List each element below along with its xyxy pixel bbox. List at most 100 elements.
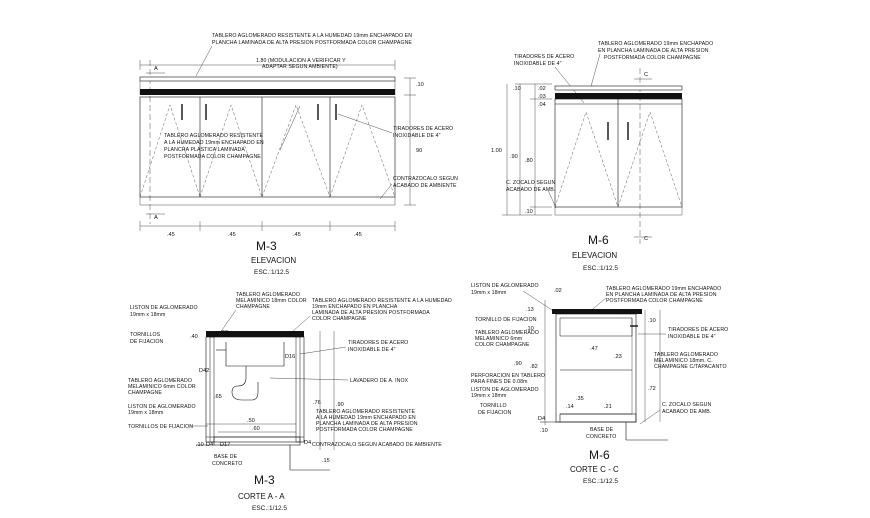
m3-elev-note-plinth-1: CONTRAZOCALO SEGUN [393,176,458,182]
m6-sec-dim-5: .72 [648,386,656,392]
m3-sec-dim-7: .90 [336,402,344,408]
m3-sec-note-c-1: TABLERO AGLOMERADO [236,292,300,298]
m3-countertop [140,89,395,95]
m6-sec-note-j-2: ACABADO DE AMB. [662,409,711,415]
m6-sec-note-j-1: C. ZOCALO SEGUN [662,402,712,408]
m6-sec-note-g-2: PARA FINES DE 0.08m [471,379,528,385]
m6-elevation: TIRADORES DE ACERO INOXIDABLE DE 4" TABL… [491,41,713,272]
m3-elev-note-top-2: PLANCHA LAMINADA DE ALTA PRESION POSTFOR… [212,40,412,46]
m3-elev-note-plinth-2: ACABADO DE AMBIENTE [393,183,457,189]
m6-sec-note-c: TORNILLO DE FIJACION [475,317,537,323]
m6-sec-note-a-1: LISTON DE AGLOMERADO [471,283,539,289]
m6-elev-note-pull-1: TIRADORES DE ACERO [514,54,574,60]
m6-sec-dim-1: .13 [526,307,534,313]
m6-sec-dim-11: .14 [566,404,574,410]
m6-elev-note-plinth-1: C. ZOCALO SEGUN [506,180,556,186]
m6-elev-dim-1: 1.00 [491,148,502,154]
leader [195,45,213,77]
m6-sec-dim-12: .10 [540,428,548,434]
m3-sec-note-d-1: TABLERO AGLOMERADO RESISTENTE A LA HUMED… [312,298,452,304]
m3-sec-note-d-2: 19mm ENCHAPADO EN PLANCHA [312,304,398,310]
m6-sec-note-k-2: CONCRETO [586,434,616,440]
m3-countertop-edge [139,76,396,82]
m6-sec-dim-15: .02 [554,288,562,294]
m3-sec-note-a-1: LISTON DE AGLOMERADO [130,305,198,311]
m6-elev-dim-5: .03 [538,94,546,100]
m6-sec-note-k-1: BASE DE [590,427,614,433]
m6-sec-note-i-1: TORNILLO [480,403,507,409]
m6-elev-dim-8: .10 [525,209,533,215]
m6-sec-note-b-3: POSTFORMADA COLOR CHAMPAGNE [606,298,703,304]
section-mark-c-top: C [644,72,648,78]
m3-sec-dim-9: .60 [252,426,260,432]
m6-sec-dim-6: .10 [648,318,656,324]
m3-elev-dim-right-2: 90 [416,148,422,154]
m3-sec-subtitle: CORTE A - A [238,492,285,501]
m6-elev-note-top-2: EN PLANCHA LAMINADA DE ALTA PRESION [598,48,709,54]
m6-sec-note-h-1: LISTON DE AGLOMERADO [471,387,539,393]
m3-sec-note-l-2: CONCRETO [212,461,242,467]
m3-elev-note-inner-4: POSTFORMADA COLOR CHAMPAGNE [164,154,261,160]
m3-sec-note-i: TORNILLOS DE FIJACION [128,424,193,430]
m6-elev-dim-4: .02 [538,86,546,92]
m3-sec-title: M-3 [254,473,275,487]
m6-sec-dim-14: D4 [538,416,545,422]
m3-sec-dim-3: D16 [285,354,295,360]
m3-sec-note-h-1: LISTON DE AGLOMERADO [128,404,196,410]
m3-elev-dim-bottom-2: .45 [228,232,236,238]
m3-sec-note-d-3: LAMINADA DE ALTA PRESION POSTFORMADA [312,310,430,316]
m6-sec-note-a-2: 19mm x 18mm [471,290,506,296]
m6-sec-note-b-2: EN PLANCHA LAMINADA DE ALTA PRESION [606,292,717,298]
m3-sec-note-l-1: BASE DE [214,454,238,460]
m6-sec-note-i-2: DE FIJACION [478,410,512,416]
m3-sec-countertop [206,331,304,337]
m3-elev-note-top-1: TABLERO AGLOMERADO RESISTENTE A LA HUMED… [212,33,412,39]
m3-elev-dim-bottom-3: .45 [293,232,301,238]
m3-sec-note-k: CONTRAZOCALO SEGUN ACABADO DE AMBIENTE [312,442,442,448]
m6-section: LISTON DE AGLOMERADO 19mm x 18mm TABLERO… [471,283,728,485]
m6-sec-note-e-1: TIRADORES DE ACERO [668,327,728,333]
m3-sec-note-j-4: POSTFORMADA COLOR CHAMPAGNE [316,427,413,433]
m6-sec-note-b-1: TABLERO AGLOMERADO 19mm ENCHAPADO [606,286,721,292]
m3-sec-dim-12: D4 [304,440,311,446]
m3-sec-dim-10: D17 [220,442,230,448]
m3-section: LISTON DE AGLOMERADO 19mm x 18mm TORNILL… [128,292,452,512]
m3-sec-note-a-2: 19mm x 18mm [130,312,165,318]
m3-sec-note-j-2: A LA HUMEDAD 19mm ENCHAPADO EN [316,415,416,421]
m6-sec-note-d-3: COLOR CHAMPAGNE [475,342,530,348]
m6-elev-note-top-1: TABLERO AGLOMERADO 19mm ENCHAPADO [598,41,713,47]
m6-sec-note-h-2: 19mm x 18mm [471,393,506,399]
m3-sec-note-c-3: CHAMPAGNE [236,304,270,310]
m3-elev-dim-right-1: .10 [416,82,424,88]
m6-sec-dim-13: D26 [618,310,628,316]
m3-sec-note-c-2: MELAMINICO 18mm COLOR [236,298,307,304]
m3-sec-note-f: LAVADERO DE A. INOX [350,378,409,384]
m3-elev-note-pull-1: TIRADORES DE ACERO [393,126,453,132]
m6-sec-scale: ESC.:1/12.5 [583,478,618,485]
m3-sec-dim-1: .40 [190,334,198,340]
m6-elev-title: M-6 [588,233,609,247]
m6-sec-note-f-3: CHAMPAGNE C/TAPACANTO [654,364,727,370]
m6-sec-dim-4: .82 [530,364,538,370]
m6-elev-dim-7: .80 [525,158,533,164]
m3-sec-scale: ESC.:1/12.5 [252,505,287,512]
m6-elev-subtitle: ELEVACION [572,251,617,260]
m3-sec-dim-8: .50 [247,418,255,424]
m6-sec-note-d-1: TABLERO AGLOMERADO [475,330,539,336]
m3-elev-dim-bottom-1: .45 [167,232,175,238]
m6-sec-dim-8: .23 [614,354,622,360]
m6-sec-note-f-1: TABLERO AGLOMERADO [654,352,718,358]
m3-sec-note-j-3: PLANCHA LAMINADA DE ALTA PRESION [316,421,418,427]
m3-sec-dim-2: D6 [221,330,228,336]
m3-sec-dim-6: .76 [313,400,321,406]
m3-sec-dim-5: .65 [214,394,222,400]
m3-elev-dim-top-1: 1.80 (MODULACION A VERIFICAR Y [256,58,346,64]
m3-sec-dim-14: .15 [322,458,330,464]
m3-sec-note-e-1: TIRADORES DE ACERO [348,340,408,346]
m3-sec-note-b-1: TORNILLOS [130,332,161,338]
m6-sec-dim-2: .10 [526,326,534,332]
section-mark-a-top: A [154,66,158,72]
section-mark-a-bottom: A [154,215,158,221]
m6-sec-dim-9: .35 [576,396,584,402]
m6-elev-dim-3: .10 [513,86,521,92]
